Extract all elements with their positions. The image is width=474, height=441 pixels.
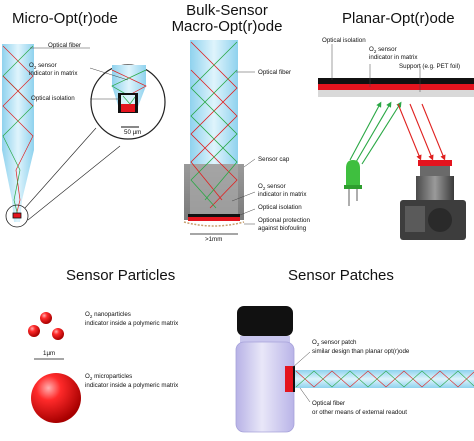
bulk-isolation-leader (239, 208, 256, 216)
planar-optrode (318, 44, 474, 240)
micro-label-scale: 50 µm (124, 129, 142, 136)
planar-emission-arrows (397, 103, 446, 161)
micro-fiber (2, 44, 34, 222)
patch-sensor (285, 366, 293, 392)
patches-label-sensor-sub: 2 (316, 342, 320, 348)
planar-support-layer (318, 90, 474, 97)
title-macro-optrode: Macro-Opt(r)ode (171, 18, 283, 35)
patches-label-fiber-1: Optical fiber (312, 400, 346, 407)
micro-zoom-line-1 (24, 127, 97, 209)
bulk-label-sensor: O2 sensor (258, 183, 286, 192)
particles-label-nano-o: O (85, 311, 90, 318)
bulk-biofouling-protection (183, 221, 245, 227)
vial-neck (240, 336, 290, 344)
bulk-label-indicator: indicator in matrix (258, 191, 307, 198)
patch-sensor-leader (291, 351, 311, 369)
planar-excitation-arrows (349, 101, 402, 165)
particles-label-nano-sub: 2 (89, 314, 93, 320)
micro-zoom-circle-small (5, 204, 29, 228)
particles-label-scale: 1µm (43, 350, 56, 357)
bulk-label-scale: >1mm (205, 236, 223, 243)
bulk-label-sensor-cap: Sensor cap (258, 156, 290, 163)
microparticle (31, 373, 81, 423)
planar-label-indicator: indicator in matrix (369, 54, 418, 61)
patches-label-fiber-2: or other means of external readout (312, 409, 407, 416)
micro-label-optical-fiber: Optical fiber (48, 42, 82, 49)
led-icon (344, 160, 362, 206)
micro-label-sensor-o: O (29, 62, 34, 69)
bulk-label-sensor-o: O (258, 183, 263, 190)
particles-label-micro-o: O (85, 373, 90, 380)
micro-optrode (2, 44, 166, 228)
bulk-cap-leader (243, 158, 256, 168)
bulk-label-sensor-rest: sensor (265, 183, 286, 190)
micro-sensor-leader (89, 67, 129, 81)
title-micro-optrode: Micro-Opt(r)ode (12, 10, 118, 27)
bulk-sensor-leader (231, 191, 256, 202)
vial-cap (237, 306, 293, 336)
patch-fiber-leader (299, 387, 311, 403)
particles-label-micro-rest: microparticles (92, 373, 133, 380)
micro-tip-sensor (12, 212, 22, 219)
nanoparticle-3 (52, 328, 64, 340)
planar-isolation-layer (318, 78, 474, 84)
nanoparticle-1 (40, 312, 52, 324)
camera-icon (400, 160, 466, 240)
micro-zoom-detail (90, 64, 166, 140)
sensor-particles (28, 312, 81, 423)
planar-sensor-layer (318, 84, 474, 90)
bulk-sensor-layer (188, 217, 240, 221)
title-sensor-patches: Sensor Patches (288, 267, 394, 284)
planar-label-sensor-rest: sensor (376, 46, 397, 53)
planar-label-sensor-o: O (369, 46, 374, 53)
bulk-label-optical-fiber: Optical fiber (258, 69, 292, 76)
micro-label-indicator: indicator in matrix (29, 70, 78, 77)
patch-fiber (295, 370, 474, 388)
patches-label-sensor-rest: sensor patch (319, 339, 357, 346)
sensor-patches (235, 306, 474, 433)
bulk-rays (190, 41, 238, 209)
particles-label-micro-2: indicator inside a polymeric matrix (85, 382, 179, 389)
bulk-label-isolation: Optical isolation (258, 204, 302, 211)
planar-label-support: Support (e.g. PET foil) (399, 63, 461, 70)
particles-label-micro-sub: 2 (89, 376, 93, 382)
planar-label-sensor: O2 sensor (369, 46, 397, 55)
patches-label-sensor: O2 sensor patch (312, 339, 357, 348)
micro-label-isolation: Optical isolation (31, 95, 75, 102)
particles-label-micro: O2 microparticles (85, 373, 133, 382)
micro-zoom-line-2 (27, 145, 121, 221)
bulk-isolation-layer (188, 214, 240, 217)
micro-label-sensor-sub: 2 (33, 65, 37, 71)
title-bulk-sensor: Bulk-Sensor (186, 2, 268, 19)
title-planar-optrode: Planar-Opt(r)ode (342, 10, 455, 27)
bulk-label-sensor-sub: 2 (262, 186, 266, 192)
bulk-label-protection-1: Optional protection (258, 217, 310, 224)
micro-label-sensor-rest: sensor (36, 62, 57, 69)
particles-label-nano-2: indicator inside a polymeric matrix (85, 320, 179, 327)
particles-label-nano-rest: nanoparticles (92, 311, 131, 318)
title-sensor-particles: Sensor Particles (66, 267, 176, 284)
micro-label-sensor: O2 sensor (29, 62, 57, 71)
planar-label-isolation: Optical isolation (322, 37, 366, 44)
bulk-optrode (183, 40, 256, 235)
particles-label-nano: O2 nanoparticles (85, 311, 131, 320)
patches-label-sensor-2: similar design than planar opt(r)ode (312, 348, 410, 355)
planar-label-sensor-sub: 2 (373, 49, 377, 55)
micro-fiber-rays (2, 45, 34, 217)
nanoparticle-2 (28, 325, 40, 337)
patches-label-sensor-o: O (312, 339, 317, 346)
patch-isolation (293, 366, 295, 392)
bulk-fiber (190, 40, 238, 170)
bulk-label-protection-2: against biofouling (258, 225, 307, 232)
patch-fiber-rays (295, 370, 474, 388)
